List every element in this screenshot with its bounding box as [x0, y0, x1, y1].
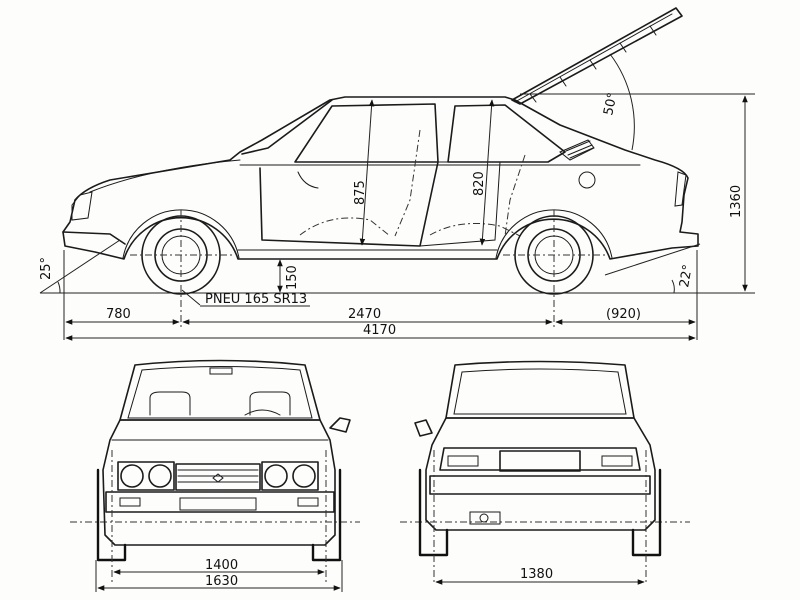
wheelbase-label: 2470 — [348, 307, 381, 322]
front-grille — [175, 463, 261, 491]
rear-bumper — [429, 475, 651, 495]
rear-headroom-label: 820 — [472, 171, 487, 196]
rear-window-frame — [445, 360, 635, 419]
rear-seatback — [504, 154, 526, 237]
steering-wheel — [297, 171, 319, 189]
open-tailgate — [511, 7, 683, 105]
front-overhang-label: 780 — [106, 307, 131, 322]
rear-lamp-side — [674, 171, 687, 207]
departure-angle-arc — [671, 279, 675, 294]
tail-lamp-right — [601, 455, 633, 467]
fuel-cap — [578, 171, 596, 189]
front-bumper — [62, 231, 126, 245]
passenger-headrest — [249, 391, 291, 416]
rear-view: 1380 — [400, 360, 690, 585]
bonnet-line — [89, 159, 241, 193]
rear-overhang-label: (920) — [606, 307, 641, 322]
front-seatback — [394, 129, 421, 237]
approach-angle-arc — [57, 281, 61, 294]
hatch-angle-arc — [609, 53, 635, 151]
hatch-angle-label: 50° — [601, 91, 620, 117]
front-seat-outline — [299, 217, 391, 237]
front-headroom-dimline — [359, 99, 375, 246]
rear-plate — [499, 450, 581, 472]
exhaust-pipe — [479, 513, 489, 523]
front-body-outline — [102, 419, 336, 546]
tire-size-label: PNEU 165 SR13 — [205, 292, 307, 307]
rear-track-label: 1380 — [520, 567, 553, 582]
front-track-label: 1400 — [205, 558, 238, 573]
front-bumper-face — [105, 491, 335, 513]
departure-angle-line — [604, 243, 701, 276]
overall-length-label: 4170 — [363, 323, 396, 338]
approach-angle-label: 25° — [39, 257, 54, 280]
front-indicator-right — [297, 497, 319, 507]
tail-lamp-bar — [439, 447, 641, 471]
overall-height-label: 1360 — [729, 185, 744, 218]
steering-wheel-front — [244, 409, 281, 416]
front-view: 1400 1630 — [70, 359, 360, 592]
front-wing-mirror — [329, 417, 351, 433]
rear-side-window — [447, 104, 566, 163]
front-side-window — [294, 103, 439, 163]
tail-lamp-left — [447, 455, 479, 467]
departure-angle-label: 22° — [677, 263, 696, 288]
rear-headroom-dimline — [479, 99, 495, 246]
front-plate — [179, 497, 257, 511]
rear-vent — [559, 139, 595, 161]
front-door — [259, 161, 439, 247]
front-headlamps-right — [261, 461, 319, 491]
rear-body-outline — [425, 417, 656, 531]
approach-angle-line — [39, 239, 121, 294]
ground-clearance-label: 150 — [285, 265, 300, 290]
exhaust — [469, 511, 501, 525]
headlamp-side — [71, 191, 93, 221]
rear-door — [419, 161, 501, 247]
overall-width-label: 1630 — [205, 574, 238, 589]
front-headroom-label: 875 — [353, 180, 368, 205]
side-body-outline — [62, 96, 699, 260]
rear-wing-mirror — [414, 419, 433, 437]
rear-view-mirror — [209, 367, 233, 375]
driver-headrest — [149, 391, 191, 416]
rear-window-glass — [453, 368, 627, 415]
front-windscreen-frame — [119, 359, 321, 421]
side-view: 50° 875 820 1360 150 25° 22° PNEU 165 SR… — [39, 7, 755, 341]
front-windscreen-glass — [127, 366, 313, 419]
rear-seat-outline — [429, 222, 521, 237]
tire-leader — [181, 289, 201, 306]
front-headlamps-left — [117, 461, 175, 491]
windscreen-edge — [241, 99, 333, 155]
front-indicator-left — [119, 497, 141, 507]
